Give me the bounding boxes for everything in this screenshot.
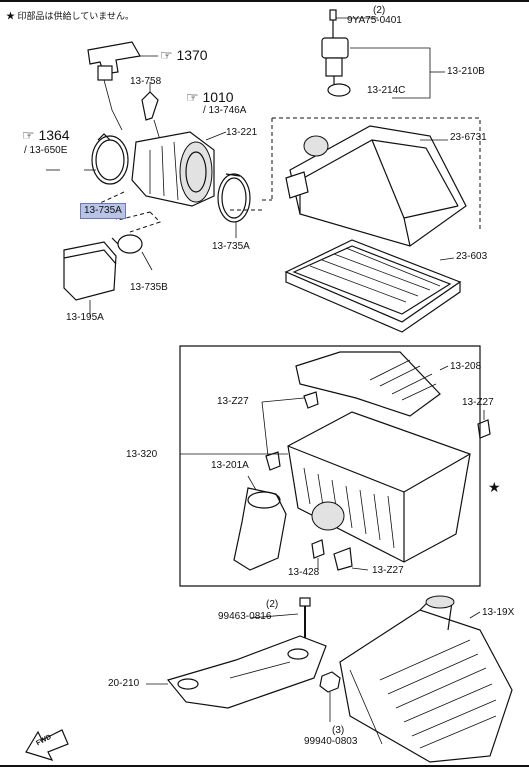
label-13-19x: 13-19X bbox=[482, 607, 515, 618]
label-99463-0816: 99463-0816 bbox=[218, 611, 272, 622]
label-13-735b: 13-735B bbox=[130, 282, 168, 293]
label-1364: ☞ 1364 bbox=[22, 127, 70, 143]
label-13-221: 13-221 bbox=[226, 127, 258, 138]
label-23-603: 23-603 bbox=[456, 251, 488, 262]
resonance-chamber-illustration bbox=[339, 595, 513, 763]
label-13-z27-right: 13-Z27 bbox=[462, 397, 494, 408]
intake-duct-illustration bbox=[131, 131, 227, 207]
resonator-illustration bbox=[63, 241, 117, 316]
airflow-sensor-illustration bbox=[321, 9, 445, 99]
label-1370: ☞ 1370 bbox=[160, 47, 208, 63]
label-13-735a-highlight: 13-735A bbox=[80, 203, 126, 219]
header-note: ★ 印部品は供給していません。 bbox=[6, 11, 134, 21]
label-13-208: 13-208 bbox=[450, 361, 482, 372]
label-13-z27-left: 13-Z27 bbox=[217, 396, 249, 407]
label-13-746a: / 13-746A bbox=[203, 105, 247, 116]
label-13-320: 13-320 bbox=[126, 449, 158, 460]
air-cleaner-cover-illustration bbox=[285, 125, 467, 247]
bracket-208-illustration bbox=[295, 351, 449, 417]
label-20-210: 20-210 bbox=[108, 678, 140, 689]
air-duct-illustration bbox=[233, 475, 287, 571]
label-13-735a: 13-735A bbox=[212, 241, 250, 252]
air-filter-illustration bbox=[284, 239, 462, 333]
label-23-6731: 23-6731 bbox=[450, 132, 487, 143]
label-13-210b: 13-210B bbox=[447, 66, 485, 77]
label-13-758: 13-758 bbox=[130, 76, 162, 87]
bracket-1370-illustration bbox=[87, 41, 158, 131]
label-9ya75-0401: 9YA75-0401 bbox=[347, 15, 402, 26]
fwd-arrow-illustration bbox=[25, 729, 69, 761]
label-99940-0803: 99940-0803 bbox=[304, 736, 358, 747]
label-star: ★ bbox=[488, 479, 501, 495]
air-cleaner-case-illustration bbox=[180, 411, 471, 563]
label-13-195a: 13-195A bbox=[66, 312, 104, 323]
label-13-214c: 13-214C bbox=[367, 85, 406, 96]
label-13-650e: / 13-650E bbox=[24, 145, 68, 156]
bracket-20-210-illustration bbox=[146, 635, 327, 709]
label-13-z27-bottom: 13-Z27 bbox=[372, 565, 404, 576]
label-13-428: 13-428 bbox=[288, 567, 320, 578]
label-13-201a: 13-201A bbox=[211, 460, 249, 471]
label-qty-99463: (2) bbox=[266, 599, 279, 610]
label-qty-9ya75: (2) bbox=[373, 5, 386, 16]
label-qty-99940: (3) bbox=[332, 725, 345, 736]
label-1010: ☞ 1010 bbox=[186, 89, 234, 105]
